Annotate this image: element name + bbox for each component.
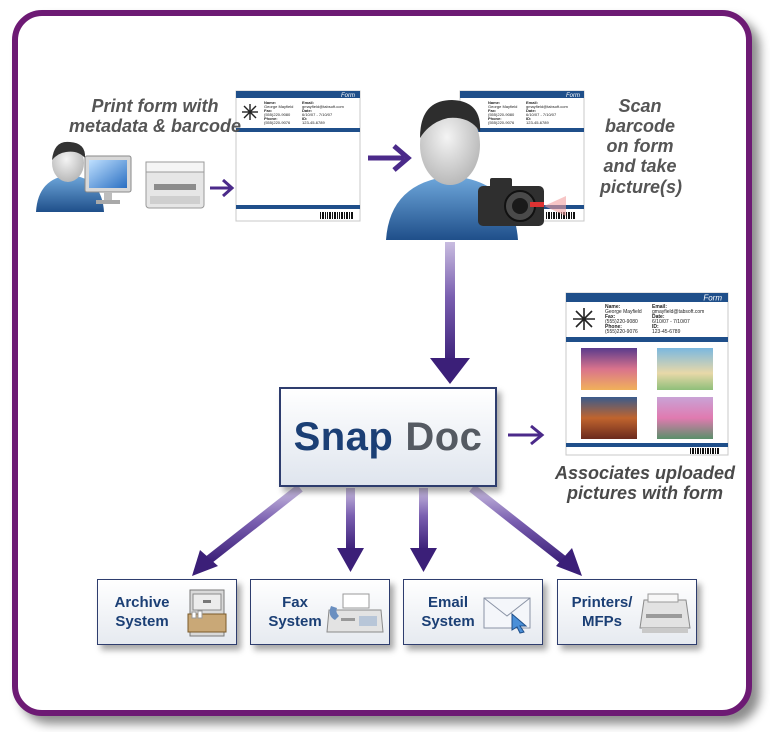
form2-email-value: gmayfield@tabsoft.com	[526, 104, 569, 109]
monitor-icon	[84, 155, 132, 204]
form2-name-label: Name:	[488, 100, 500, 105]
arrow-to-fax	[337, 488, 364, 572]
printers-label: Printers/ MFPs	[564, 594, 640, 632]
form3-id-label: ID:	[652, 324, 659, 330]
form-fax-value: (555)220-9080	[264, 112, 291, 117]
fax-label-line-1: Fax	[282, 594, 308, 611]
destination-printers-mfps: Printers/ MFPs	[557, 579, 697, 645]
form-name-label: Name:	[264, 100, 276, 105]
caption-assoc-line-1: Associates uploaded	[554, 463, 736, 483]
form-date-value: 6/10/07 - 7/10/07	[302, 112, 333, 117]
caption-scan: Scan barcode on form and take picture(s)	[600, 96, 683, 197]
form2-fax-label: Fax:	[488, 108, 496, 113]
snapdoc-title-doc: Doc	[405, 414, 483, 459]
logo-icon	[242, 104, 258, 120]
form3-id-value: 123-45-6789	[652, 329, 681, 335]
destination-email-system: Email System	[403, 579, 543, 645]
caption-print-line-2: metadata & barcode	[68, 116, 242, 137]
caption-scan-line-2: barcode	[604, 116, 676, 137]
laser-printer-icon	[639, 593, 691, 633]
arrow-scan-to-snapdoc	[430, 242, 470, 384]
form3-header: Form	[703, 294, 722, 303]
arrow-to-archive	[192, 484, 303, 576]
form2-fax-value: (555)220-9080	[488, 112, 515, 117]
arrow-print-to-form	[210, 178, 235, 198]
form-id-value: 123-45-6789	[302, 120, 325, 125]
cabinet-icon	[187, 589, 227, 637]
email-label-line-1: Email	[427, 594, 469, 611]
associated-form: Form Name: George Mayfield Fax: (555)220…	[565, 292, 729, 456]
form2-header: Form	[566, 93, 580, 99]
form3-fax-value: (555)220-9080	[605, 319, 638, 325]
form3-email-value: gmayfield@tabsoft.com	[652, 309, 704, 315]
fax-label-line-2: System	[268, 612, 322, 630]
caption-assoc-line-2: pictures with form	[566, 483, 723, 504]
picture-1	[581, 348, 637, 390]
arrow-form-to-scan	[368, 144, 412, 172]
form-id-label: ID:	[302, 116, 307, 121]
destination-fax-system: Fax System	[250, 579, 390, 645]
snapdoc-title-snap: Snap	[293, 414, 394, 459]
form2-date-label: Date:	[526, 108, 536, 113]
picture-4	[657, 397, 713, 439]
arrow-to-email	[410, 488, 437, 572]
printers-label-line-1: Printers/	[571, 594, 633, 611]
printers-label-line-2: MFPs	[581, 612, 622, 630]
printed-form: Form Name: George Mayfield Fax: (555)220…	[235, 90, 361, 222]
arrow-to-printers	[469, 484, 582, 576]
picture-2	[657, 348, 713, 390]
form3-phone-value: (555)220-9076	[605, 329, 638, 335]
caption-print-line-1: Print form with	[91, 96, 219, 116]
form-phone-label: Phone:	[264, 116, 278, 121]
caption-scan-line-3: on form	[606, 136, 674, 157]
form3-date-value: 6/10/07 - 7/10/07	[652, 319, 690, 325]
form3-fax-label: Fax:	[605, 314, 616, 320]
archive-label: Archive System	[104, 594, 180, 632]
destination-archive-system: Archive System	[97, 579, 237, 645]
form2-phone-label: Phone:	[488, 116, 502, 121]
email-label-line-2: System	[421, 612, 475, 630]
form2-id-value: 123-45-6789	[526, 120, 549, 125]
caption-scan-line-4: and take	[603, 156, 677, 177]
form2-id-label: ID:	[526, 116, 531, 121]
form-phone-value: (555)220-9076	[264, 120, 291, 125]
caption-print-form: Print form with metadata & barcode	[55, 96, 255, 136]
form-email-label: Email:	[302, 100, 314, 105]
form-header: Form	[341, 93, 355, 99]
caption-scan-line-1: Scan	[618, 96, 662, 116]
picture-3	[581, 397, 637, 439]
form3-date-label: Date:	[652, 314, 665, 320]
form3-phone-label: Phone:	[605, 324, 622, 330]
form-name-value: George Mayfield	[264, 104, 293, 109]
form2-date-value: 6/10/07 - 7/10/07	[526, 112, 557, 117]
arrow-snapdoc-to-associate	[508, 424, 545, 446]
form2-phone-value: (555)220-9076	[488, 120, 515, 125]
form2-name-value: George Mayfield	[488, 104, 517, 109]
email-label: Email System	[410, 594, 486, 632]
archive-label-line-2: System	[115, 612, 169, 630]
printer-icon	[145, 161, 205, 209]
camera-icon	[478, 178, 566, 226]
envelope-icon	[483, 597, 531, 634]
form-date-label: Date:	[302, 108, 312, 113]
form-email-value: gmayfield@tabsoft.com	[302, 104, 345, 109]
form3-email-label: Email:	[652, 304, 667, 310]
caption-scan-line-5: picture(s)	[600, 176, 683, 197]
fax-label: Fax System	[257, 594, 333, 632]
archive-label-line-1: Archive	[114, 594, 170, 611]
barcode-icon	[320, 212, 353, 219]
form2-email-label: Email:	[526, 100, 538, 105]
form3-name-label: Name:	[605, 304, 621, 310]
form-fax-label: Fax:	[264, 108, 272, 113]
caption-associates: Associates uploaded pictures with form	[530, 463, 760, 503]
form3-name-value: George Mayfield	[605, 309, 642, 315]
fax-icon	[326, 593, 384, 633]
